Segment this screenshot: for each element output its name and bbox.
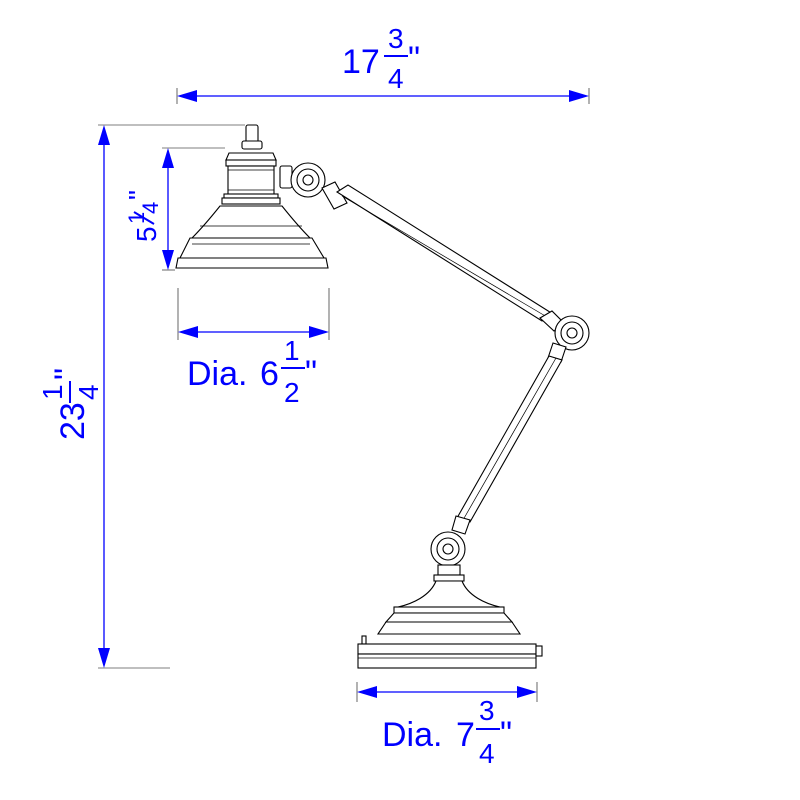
base-pivot [430,531,466,567]
desk-lamp-illustration [175,124,590,669]
elbow-pivot [554,315,590,351]
lamp-base [357,564,543,669]
arrow-left [357,686,377,698]
lamp-shade [175,205,329,269]
shade-height-unit: " [123,190,154,200]
upper-arm [321,181,565,332]
height-unit: " [48,368,86,380]
arrow-right [309,326,329,338]
height-denominator: 4 [73,384,104,400]
height-numerator: 1 [37,384,68,400]
base-diameter-unit: " [500,715,512,753]
base-diameter-numerator: 3 [479,695,495,726]
shade-diameter-whole: 6 [260,355,279,393]
base-diameter-whole: 7 [456,716,475,754]
shade-height-denominator: 4 [138,202,163,214]
arrow-down [162,250,174,270]
shade-diameter-numerator: 1 [284,335,300,366]
width-whole: 17 [342,43,380,81]
base-diameter-label: Dia. 7 3 4 " [382,695,512,769]
width-label: 17 3 4 " [342,23,420,94]
base-diameter-dimension-line [357,686,537,698]
height-label: 23 1 4 " [37,368,104,440]
shade-pivot [279,162,326,198]
shade-diameter-label: Dia. 6 1 2 " [187,335,317,408]
finial [241,124,263,150]
width-dimension-line [177,90,589,102]
arrow-left [178,326,198,338]
shade-diameter-prefix: Dia. [187,355,247,393]
shade-neck [221,152,281,205]
base-diameter-prefix: Dia. [382,716,442,754]
shade-diameter-unit: " [305,354,317,392]
base-diameter-denominator: 4 [479,738,495,769]
arrow-right [569,90,589,102]
width-denominator: 4 [388,63,404,94]
shade-height-numerator: 1 [124,212,149,224]
shade-diameter-dimension-line [178,326,329,338]
arrow-up [98,125,110,145]
shade-diameter-denominator: 2 [284,377,300,408]
arrow-down [98,648,110,668]
height-whole: 23 [54,402,92,440]
arrow-left [177,90,197,102]
shade-height-whole: 5 [131,226,162,242]
shade-height-fraction-bar [133,211,155,225]
width-unit: " [408,40,420,78]
arrow-right [517,686,537,698]
lower-arm [451,342,567,535]
shade-height-label: 5 1 4 " [123,190,163,242]
shade-height-dimension-line [162,148,174,270]
arrow-up [162,148,174,168]
width-numerator: 3 [388,23,404,54]
height-dimension-line [98,125,110,668]
extension-lines [98,88,590,702]
